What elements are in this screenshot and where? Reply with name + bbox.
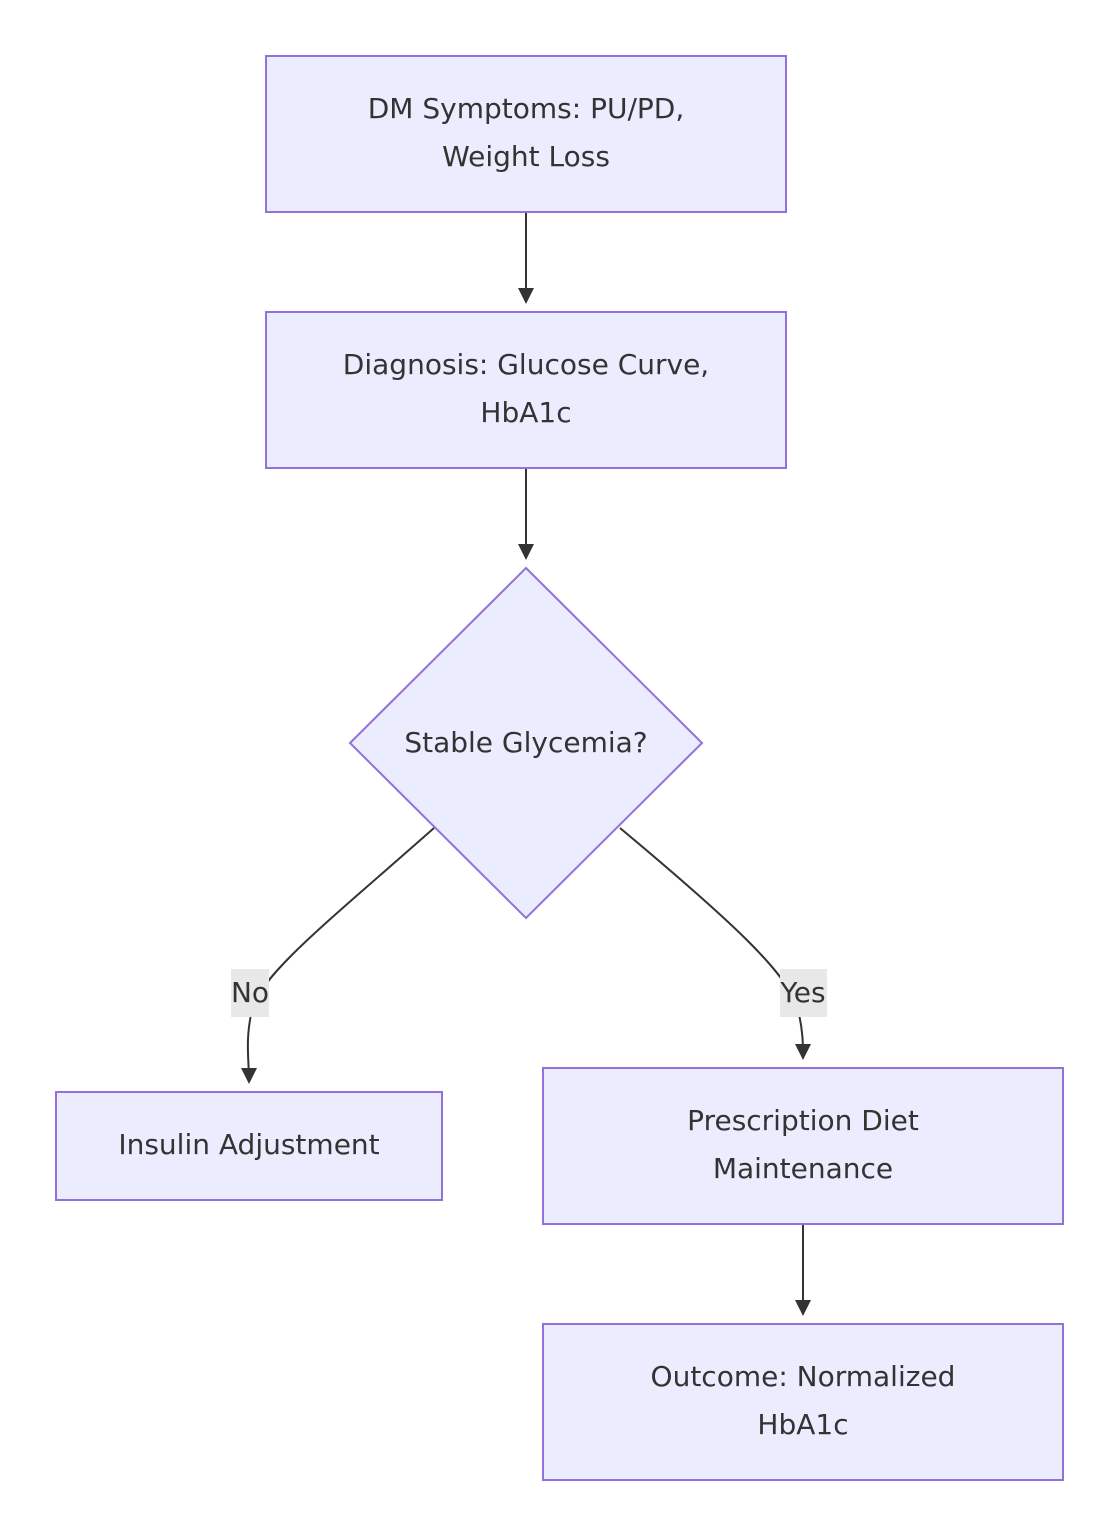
edge-decision-to-diet xyxy=(619,827,811,1060)
node-diet-line2: Maintenance xyxy=(713,1152,893,1185)
node-outcome-line1: Outcome: Normalized xyxy=(651,1360,956,1393)
node-symptoms: DM Symptoms: PU/PD, Weight Loss xyxy=(265,55,787,213)
node-diagnosis-line2: HbA1c xyxy=(480,396,571,429)
edge-label-yes-text: Yes xyxy=(779,976,825,1009)
node-diagnosis-line1: Diagnosis: Glucose Curve, xyxy=(343,348,709,381)
node-decision-label: Stable Glycemia? xyxy=(404,726,647,759)
node-symptoms-line1: DM Symptoms: PU/PD, xyxy=(368,92,684,125)
node-symptoms-line2: Weight Loss xyxy=(442,140,610,173)
node-diet: Prescription Diet Maintenance xyxy=(542,1067,1064,1225)
edge-label-no-text: No xyxy=(231,976,269,1009)
node-decision: Stable Glycemia? xyxy=(348,566,704,920)
node-diagnosis: Diagnosis: Glucose Curve, HbA1c xyxy=(265,311,787,469)
edge-decision-to-insulin xyxy=(240,827,435,1084)
node-diet-line1: Prescription Diet xyxy=(687,1104,919,1137)
node-outcome-line2: HbA1c xyxy=(757,1408,848,1441)
node-insulin: Insulin Adjustment xyxy=(55,1091,443,1201)
edge-label-yes: Yes xyxy=(779,969,827,1017)
node-outcome: Outcome: Normalized HbA1c xyxy=(542,1323,1064,1481)
node-insulin-label: Insulin Adjustment xyxy=(118,1128,379,1161)
edge-label-no: No xyxy=(231,969,269,1017)
